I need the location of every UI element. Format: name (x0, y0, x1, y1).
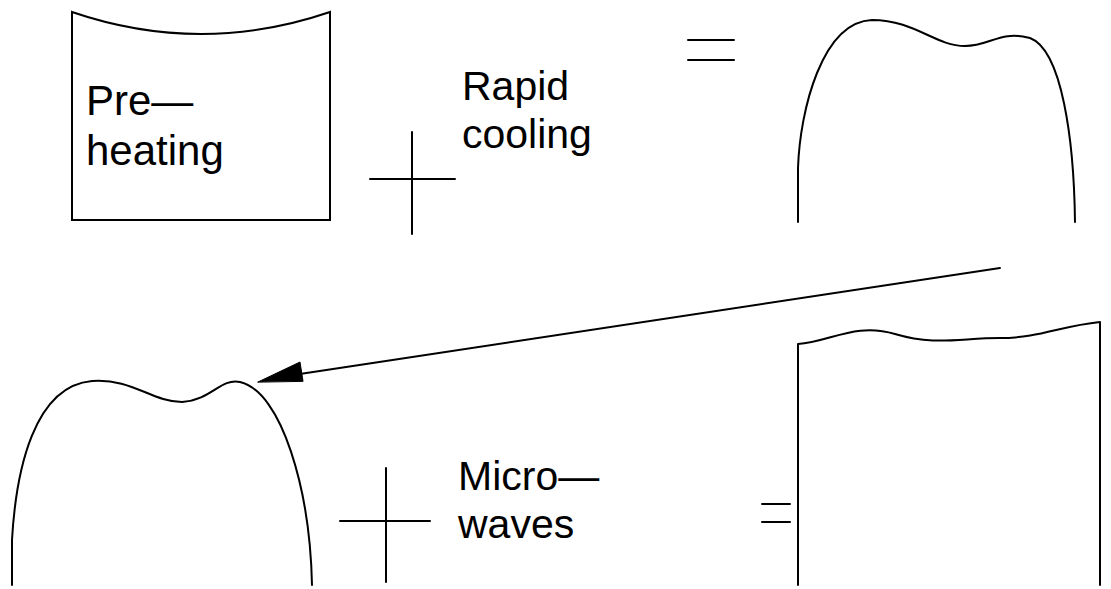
arrow-line (280, 268, 1000, 377)
risen-shape (12, 381, 312, 585)
equals-sign (762, 503, 790, 505)
equals-sign (688, 59, 734, 61)
plus-sign (370, 178, 455, 180)
plus-sign (385, 468, 387, 582)
box-text: Pre— heating (86, 76, 276, 175)
flat-shape (798, 322, 1100, 585)
process-label: Micro— waves (458, 452, 628, 549)
box-outline-path (72, 12, 330, 220)
plus-sign (411, 132, 413, 234)
equals-sign (762, 521, 790, 523)
process-box: Pre— heating (70, 10, 332, 222)
risen-shape (798, 20, 1075, 222)
arrow-head (258, 362, 303, 382)
process-label: Rapid cooling (462, 62, 632, 159)
plus-sign (340, 520, 430, 522)
equals-sign (688, 39, 734, 41)
